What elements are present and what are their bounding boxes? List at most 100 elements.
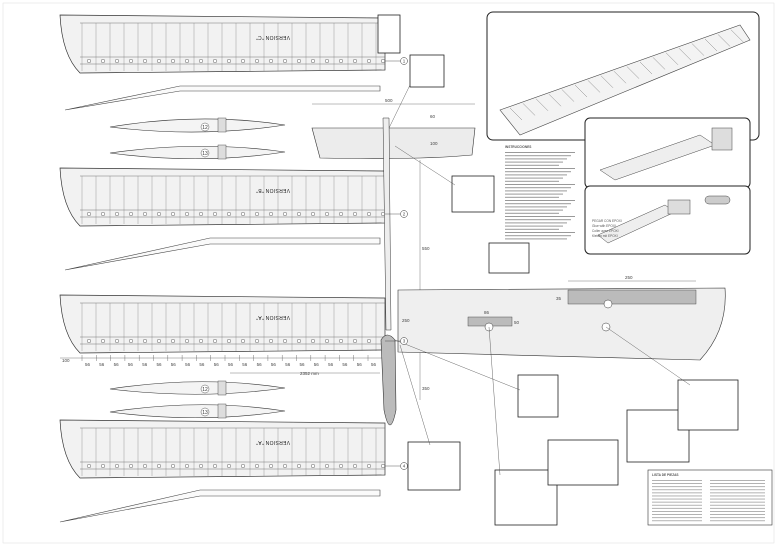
rib-number-marker <box>142 211 147 216</box>
rib-number-marker <box>381 464 386 469</box>
rib-number-marker <box>114 339 119 344</box>
text-line <box>505 158 567 160</box>
wing-structure-detail <box>486 11 760 141</box>
ruler-label: 56 <box>300 362 306 367</box>
text-line <box>505 222 567 224</box>
text-line <box>505 193 563 195</box>
rib-number-marker <box>100 339 105 344</box>
rib-number-marker <box>283 339 288 344</box>
text-line <box>505 235 571 237</box>
perspective-rib <box>548 94 562 107</box>
parts-line <box>652 504 702 506</box>
rib-number-marker <box>325 59 330 64</box>
perspective-rib <box>613 71 627 84</box>
part-number-marker: 4 <box>385 462 408 470</box>
parts-line <box>710 495 765 497</box>
perspective-rib <box>587 80 601 93</box>
text-line <box>505 225 563 227</box>
perspective-rib <box>522 103 536 116</box>
rib-number-marker <box>114 464 119 469</box>
text-line <box>505 203 571 205</box>
text-line <box>505 206 567 208</box>
parts-line <box>710 520 765 522</box>
spar-joiner-detail: PEGAR CON EPOXI Glue with EPOXI Coller a… <box>584 185 751 255</box>
wing-panel: VERSION "B" <box>59 167 386 227</box>
wing-panel: VERSION "A" <box>59 419 386 479</box>
rib-number-marker <box>311 59 316 64</box>
ruler-label: 56 <box>228 362 234 367</box>
ruler-label: 56 <box>257 362 263 367</box>
svg-text:INSTRUCCIONES: INSTRUCCIONES <box>505 145 531 149</box>
rib-number-marker <box>283 59 288 64</box>
rib-number-marker <box>269 59 274 64</box>
rib-number-marker <box>381 59 386 64</box>
parts-line <box>652 517 702 519</box>
text-line <box>505 187 571 189</box>
rib-number-marker <box>184 211 189 216</box>
rib-number-marker <box>240 59 245 64</box>
rib-number-marker <box>240 339 245 344</box>
ruler-label: 56 <box>285 362 291 367</box>
rib-number-marker <box>311 339 316 344</box>
leading-edge-strip <box>59 85 381 523</box>
ruler-label: 56 <box>185 362 191 367</box>
rib-number-marker <box>283 211 288 216</box>
rib-number-marker <box>198 339 203 344</box>
rib-number-marker <box>353 339 358 344</box>
rib-number-marker <box>254 211 259 216</box>
rib-number-marker <box>269 211 274 216</box>
text-line <box>505 209 563 211</box>
rib-number-marker <box>114 211 119 216</box>
text-line <box>505 171 571 173</box>
svg-text:Glue with EPOXI: Glue with EPOXI <box>592 224 616 228</box>
rib-number-marker <box>311 211 316 216</box>
parts-line <box>652 514 702 515</box>
rib-number-marker <box>297 464 302 469</box>
rib-number-marker <box>198 464 203 469</box>
perspective-rib <box>626 66 640 79</box>
rib-number-marker <box>100 211 105 216</box>
span-dimension: 2352 mm <box>300 371 319 376</box>
rib-number-marker <box>339 59 344 64</box>
rib-number-marker <box>170 211 175 216</box>
ruler-label: 56 <box>114 362 120 367</box>
svg-text:250: 250 <box>625 275 633 280</box>
ruler-label: 56 <box>271 362 277 367</box>
svg-text:86: 86 <box>484 310 490 315</box>
rib-number-marker <box>170 339 175 344</box>
text-line <box>505 196 559 198</box>
text-line <box>505 168 575 169</box>
version-label: VERSION "C" <box>256 34 290 40</box>
ruler-label: 56 <box>99 362 105 367</box>
parts-line <box>710 514 765 515</box>
detail-callout-boxes <box>377 14 739 526</box>
part-number-marker: 3 <box>385 337 408 345</box>
perspective-rib <box>652 57 666 70</box>
part-number-marker: 1 <box>385 57 408 65</box>
text-line <box>505 190 567 192</box>
spoiler-area <box>567 289 697 305</box>
svg-text:100: 100 <box>430 141 438 146</box>
rib-number-marker <box>86 339 91 344</box>
parts-line <box>652 483 702 484</box>
parts-line <box>710 501 765 503</box>
rib-number-marker <box>170 59 175 64</box>
tip-dimension: 100 <box>62 358 70 363</box>
rib-number-marker <box>240 211 245 216</box>
perspective-rib <box>561 89 575 102</box>
text-line <box>505 184 575 185</box>
rib-number-marker <box>339 211 344 216</box>
rib-number-marker <box>156 464 161 469</box>
rib-number-marker <box>226 59 231 64</box>
text-line <box>505 177 563 179</box>
parts-line <box>652 492 702 494</box>
rib-number-marker <box>226 211 231 216</box>
spar-epoxy-detail <box>584 117 751 189</box>
svg-text:13: 13 <box>202 410 208 416</box>
rib-number-marker <box>339 339 344 344</box>
wing-panel: VERSION "A" <box>59 294 386 354</box>
parts-line <box>710 492 765 494</box>
perspective-rib <box>535 98 549 111</box>
svg-text:Coller avec EPOXI: Coller avec EPOXI <box>592 229 619 233</box>
